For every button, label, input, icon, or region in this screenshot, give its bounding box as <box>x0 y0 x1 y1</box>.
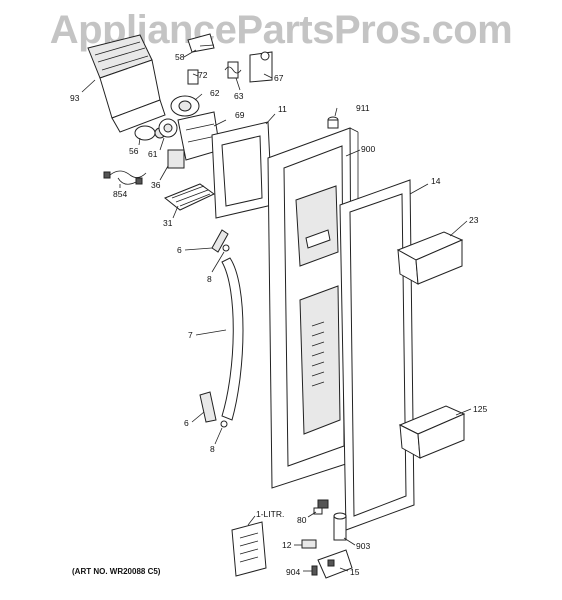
callout-72: 72 <box>198 70 208 80</box>
part-31-cover <box>164 183 215 211</box>
part-23-upper-bin <box>396 231 464 285</box>
part-93-housing <box>87 34 166 133</box>
callout-1-litr: 1-LITR. <box>256 509 284 519</box>
callout-125: 125 <box>473 404 487 414</box>
part-6-upper-endcap <box>211 229 229 253</box>
part-61-socket <box>158 118 178 138</box>
part-8-lower-screw <box>220 420 228 428</box>
leader-lines <box>81 49 472 572</box>
part-14-door-gasket <box>339 179 415 531</box>
part-67-hinge-pin <box>249 51 273 83</box>
callout-6-lower: 6 <box>184 418 189 428</box>
part-62-motor <box>170 95 200 117</box>
part-72-clip <box>187 69 199 85</box>
callout-56: 56 <box>129 146 139 156</box>
callout-6-upper: 6 <box>177 245 182 255</box>
callout-69: 69 <box>235 110 245 120</box>
part-1-litr-literature <box>231 521 267 577</box>
callout-67: 67 <box>274 73 284 83</box>
callout-58: 58 <box>175 52 185 62</box>
part-125-lower-bin <box>398 405 466 459</box>
callout-12: 12 <box>282 540 292 550</box>
part-903-cylinder <box>333 512 347 541</box>
callout-31: 31 <box>163 218 173 228</box>
part-900-door <box>267 127 359 489</box>
part-80-screw <box>313 499 329 515</box>
callout-904: 904 <box>286 567 300 577</box>
part-12-hinge-pin <box>301 539 317 549</box>
callout-854: 854 <box>113 189 127 199</box>
part-58-bracket <box>187 33 215 53</box>
callout-23: 23 <box>469 215 479 225</box>
callout-8-lower: 8 <box>210 444 215 454</box>
part-904-screw <box>311 565 318 576</box>
callout-80: 80 <box>297 515 307 525</box>
callout-903: 903 <box>356 541 370 551</box>
part-15-lower-hinge <box>317 549 353 579</box>
callout-8-upper: 8 <box>207 274 212 284</box>
part-63-hinge <box>224 61 242 79</box>
callout-11: 11 <box>278 104 287 114</box>
callout-63: 63 <box>234 91 244 101</box>
callout-14: 14 <box>431 176 441 186</box>
part-11-frame <box>211 121 273 219</box>
callout-7: 7 <box>188 330 193 340</box>
callout-36: 36 <box>151 180 161 190</box>
callout-900: 900 <box>361 144 375 154</box>
part-36-switch <box>167 149 185 169</box>
callout-911: 911 <box>356 103 370 113</box>
part-911-bushing <box>327 116 339 129</box>
part-7-handle <box>221 257 244 421</box>
part-6-lower-endcap <box>199 391 217 423</box>
callout-62: 62 <box>210 88 220 98</box>
art-number: (ART NO. WR20088 C5) <box>72 567 161 576</box>
callout-15: 15 <box>350 567 360 577</box>
part-8-upper-screw <box>222 244 230 252</box>
callout-93: 93 <box>70 93 80 103</box>
callout-61: 61 <box>148 149 158 159</box>
part-854-harness <box>103 170 147 185</box>
